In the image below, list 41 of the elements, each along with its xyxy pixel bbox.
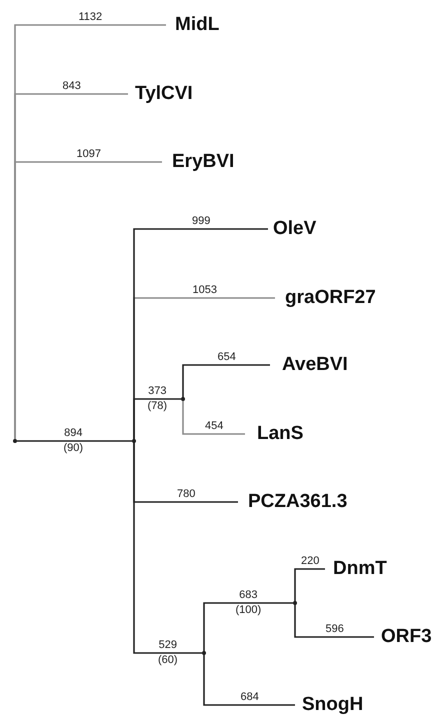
branch-node <box>13 439 17 443</box>
tree-branch <box>17 440 132 442</box>
tree-branch <box>203 602 293 653</box>
taxon-label: EryBVI <box>172 151 234 173</box>
tree-branch <box>14 161 162 441</box>
taxon-label: PCZA361.3 <box>248 491 348 513</box>
branch-length-label: 999 <box>192 214 210 228</box>
tree-branch <box>182 364 270 399</box>
branch-length-label: 1053 <box>192 283 217 297</box>
branch-length-label: 780 <box>177 487 196 501</box>
branch-node <box>181 397 185 401</box>
branch-length-label: 654 <box>218 350 236 364</box>
branch-length-label: 684 <box>240 690 259 704</box>
tree-branch <box>203 653 295 706</box>
tree-branch <box>182 399 245 435</box>
branch-node <box>132 439 136 443</box>
tree-branch <box>294 568 325 603</box>
branch-length-label: 373 (78) <box>148 384 168 414</box>
taxon-label: ORF3 <box>381 626 432 648</box>
branch-length-label: 454 <box>205 419 224 433</box>
taxon-label: TylCVI <box>135 83 193 105</box>
branch-length-label: 529 (60) <box>158 638 178 668</box>
tree-branch <box>133 441 202 654</box>
taxon-label: OleV <box>273 218 316 240</box>
taxon-label: DnmT <box>333 558 387 580</box>
branch-length-label: 220 <box>301 554 320 568</box>
tree-branch <box>294 603 374 638</box>
branch-length-label: 843 <box>62 79 81 93</box>
tree-branch <box>133 398 181 441</box>
branch-node <box>202 651 206 655</box>
branch-length-label: 683 (100) <box>236 588 262 618</box>
branch-node <box>293 601 297 605</box>
taxon-label: SnogH <box>302 694 364 716</box>
branch-length-label: 894 (90) <box>64 426 84 456</box>
taxon-label: graORF27 <box>285 287 376 309</box>
taxon-label: MidL <box>175 14 220 36</box>
branch-length-label: 1097 <box>76 147 101 161</box>
taxon-label: AveBVI <box>282 354 348 376</box>
taxon-label: LanS <box>257 423 304 445</box>
branch-length-label: 596 <box>326 622 344 636</box>
branch-length-label: 1132 <box>78 10 102 24</box>
